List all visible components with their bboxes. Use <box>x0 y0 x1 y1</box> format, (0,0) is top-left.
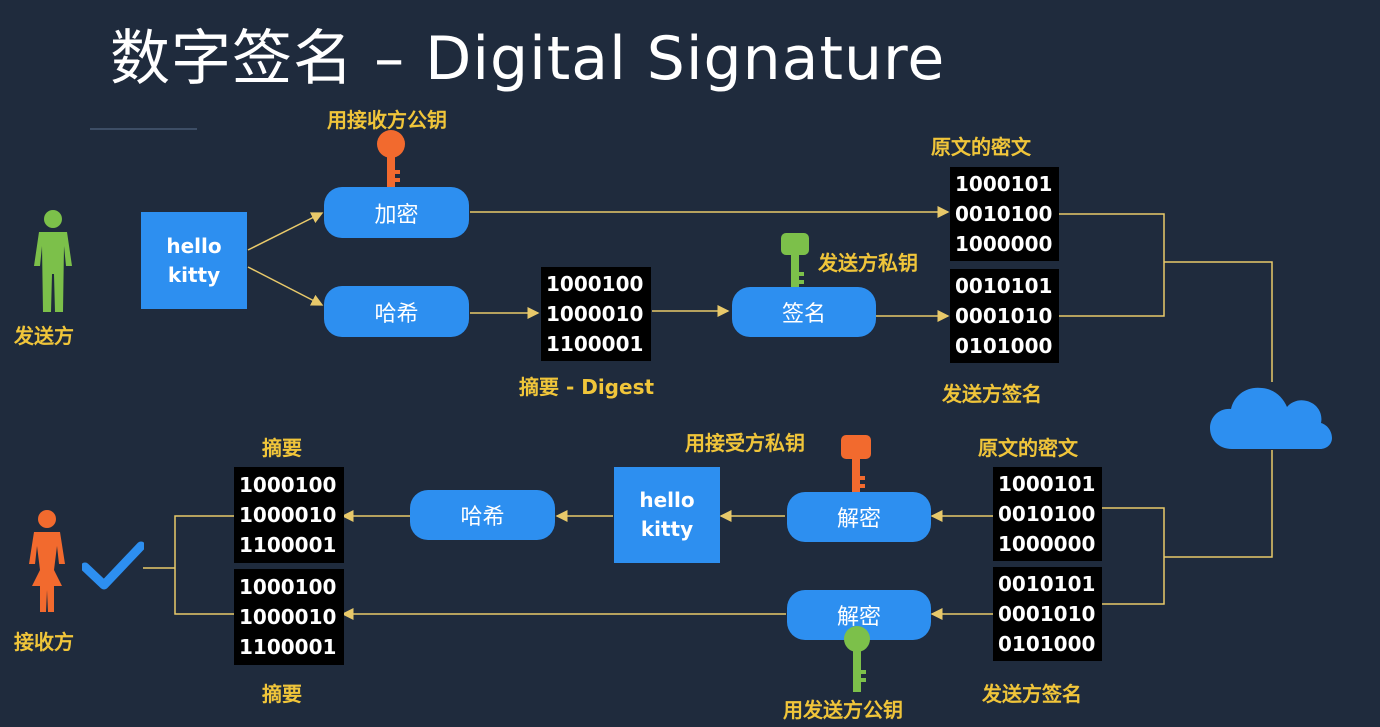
receiver-digest-top-block: 1000100 1000010 1100001 <box>234 467 344 563</box>
binary-row: 1100001 <box>546 332 644 356</box>
binary-row: 0010101 <box>955 274 1053 298</box>
binary-row: 0001010 <box>955 304 1053 328</box>
message-line: hello <box>639 488 695 512</box>
message-line: hello <box>166 233 222 258</box>
binary-row: 1000101 <box>955 172 1053 196</box>
binary-row: 1000100 <box>239 575 337 599</box>
binary-row: 1000100 <box>239 473 337 497</box>
binary-row: 1000010 <box>239 605 337 629</box>
checkmark-icon <box>82 541 144 590</box>
sender-signature-label: 发送方签名 <box>942 382 1042 406</box>
sender-bracket <box>1058 213 1165 317</box>
digest-bottom-label: 摘要 <box>262 682 302 706</box>
cloud-icon <box>1210 387 1332 449</box>
page-title: 数字签名 – Digital Signature <box>110 24 946 94</box>
sender-cipher-block: 1000101 0010100 1000000 <box>950 167 1059 261</box>
sign-node: 签名 <box>732 287 876 337</box>
hash-node: 哈希 <box>324 286 469 337</box>
sign-key-label: 发送方私钥 <box>818 251 918 275</box>
binary-row: 0001010 <box>998 602 1096 626</box>
encrypt-key-label: 用接收方公钥 <box>327 108 447 132</box>
binary-row: 0101000 <box>955 334 1053 358</box>
sender-cipher-label: 原文的密文 <box>931 135 1031 159</box>
sender-digest-block: 1000100 1000010 1100001 <box>541 267 651 361</box>
arrow-message-to-hash <box>247 266 324 306</box>
decrypt1-key-label: 用接受方私钥 <box>685 431 805 455</box>
line-from-cloud <box>1164 450 1273 558</box>
receiver-person-icon <box>29 510 65 612</box>
binary-row: 1000010 <box>239 503 337 527</box>
digest-top-label: 摘要 <box>262 436 302 460</box>
binary-row: 0010100 <box>998 502 1096 526</box>
receiver-digest-bottom-block: 1000100 1000010 1100001 <box>234 569 344 665</box>
message-line: kitty <box>167 262 221 287</box>
orange-key-icon <box>377 130 405 194</box>
receiver-message-box: hello kitty <box>614 467 720 563</box>
sender-message-box: hello kitty <box>141 212 247 309</box>
sender-signature-block: 0010101 0001010 0101000 <box>950 269 1059 363</box>
encrypt-node: 加密 <box>324 187 469 238</box>
decrypt-node-2: 解密 <box>787 590 931 640</box>
green-key-icon <box>781 233 809 294</box>
decrypt-node-1: 解密 <box>787 492 931 542</box>
decrypt2-key-label: 用发送方公钥 <box>783 698 903 722</box>
compare-bracket <box>174 515 234 615</box>
binary-row: 1000100 <box>546 272 644 296</box>
binary-row: 0010101 <box>998 572 1096 596</box>
binary-row: 0010100 <box>955 202 1053 226</box>
binary-row: 1000000 <box>955 232 1053 256</box>
orange-key-icon <box>841 435 871 498</box>
arrow-message-to-encrypt <box>247 212 324 251</box>
binary-row: 0101000 <box>998 632 1096 656</box>
green-key-icon <box>844 626 870 692</box>
binary-row: 1000101 <box>998 472 1096 496</box>
receiver-cipher-label: 原文的密文 <box>978 436 1078 460</box>
receiver-bracket <box>1100 507 1165 605</box>
receiver-signature-block: 0010101 0001010 0101000 <box>993 567 1102 661</box>
line-to-cloud <box>1164 261 1273 382</box>
binary-row: 1100001 <box>239 635 337 659</box>
receiver-hash-node: 哈希 <box>410 490 555 540</box>
digest-label: 摘要 - Digest <box>519 375 655 399</box>
sender-label: 发送方 <box>14 324 74 348</box>
title-underline <box>90 128 197 130</box>
receiver-cipher-block: 1000101 0010100 1000000 <box>993 467 1102 561</box>
message-line: kitty <box>640 517 694 541</box>
sender-person-icon <box>34 210 72 312</box>
binary-row: 1100001 <box>239 533 337 557</box>
binary-row: 1000010 <box>546 302 644 326</box>
receiver-label: 接收方 <box>14 630 74 654</box>
binary-row: 1000000 <box>998 532 1096 556</box>
receiver-signature-label: 发送方签名 <box>982 682 1082 706</box>
